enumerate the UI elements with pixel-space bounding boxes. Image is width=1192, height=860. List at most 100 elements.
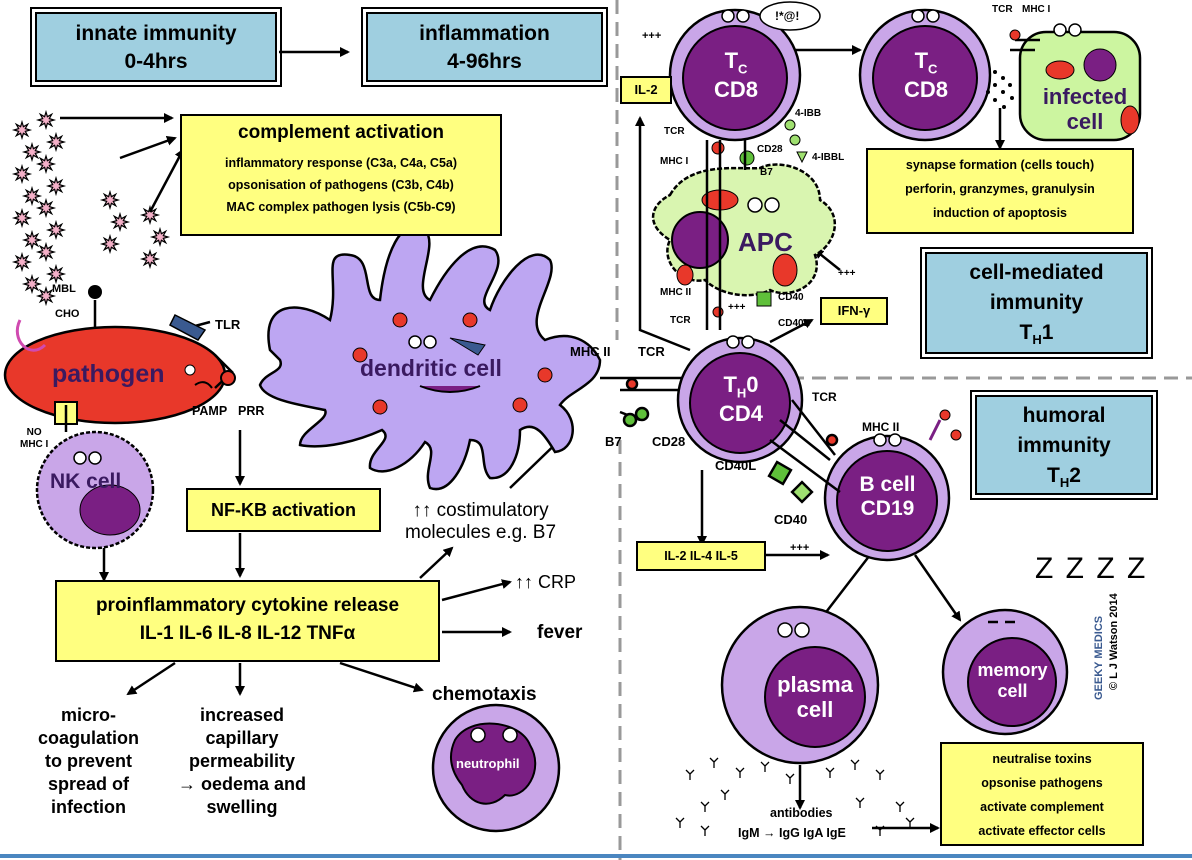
antibody-mark xyxy=(700,801,710,812)
tc1-cell xyxy=(668,1,821,142)
plus-apc-label: +++ xyxy=(728,302,746,313)
fever-text: fever xyxy=(537,622,583,643)
th0-bcell-connectors xyxy=(767,399,841,504)
antibodies-label: antibodies xyxy=(770,806,833,820)
chemotaxis-text: chemotaxis xyxy=(432,684,537,705)
complement-item: opsonisation of pathogens (C3b, C4b) xyxy=(228,178,454,192)
complement-star xyxy=(21,141,43,163)
infected-cell xyxy=(1009,23,1142,142)
complement-star xyxy=(35,109,57,131)
speech-bubble: !*@! xyxy=(775,9,800,23)
plasma-cell xyxy=(720,605,880,765)
antibody-mark xyxy=(895,801,905,812)
il-cytokines-label: IL-2 IL-4 IL-5 xyxy=(664,549,738,563)
il2-label: IL-2 xyxy=(634,82,658,97)
zzz-label: Z Z Z Z xyxy=(1035,552,1148,585)
th0-label: TH0 CD4 xyxy=(718,372,763,427)
complement-star xyxy=(99,189,121,211)
tcr-dc-label: TCR xyxy=(638,344,665,359)
effect-item: activate complement xyxy=(980,800,1104,814)
cell-mediated-th: TH1 xyxy=(1019,321,1054,348)
antibody-mark xyxy=(709,757,719,768)
cytokine-box: proinflammatory cytokine release IL-1 IL… xyxy=(55,580,440,662)
il-cytokines-box: IL-2 IL-4 IL-5 xyxy=(636,541,766,571)
complement-star xyxy=(45,131,67,153)
pathogen-cell xyxy=(3,285,236,425)
plus-ifn-label: +++ xyxy=(838,268,856,279)
complement-star xyxy=(11,251,33,273)
mhc2-b-label: MHC II xyxy=(862,420,900,434)
mhc2-apc-label: MHC II xyxy=(660,287,692,298)
complement-star xyxy=(139,248,161,270)
complement-item: inflammatory response (C3a, C4a, C5a) xyxy=(224,156,458,170)
humoral-th: TH2 xyxy=(1047,464,1081,491)
mhc2-dc-label: MHC II xyxy=(570,344,611,359)
complement-star xyxy=(99,233,121,255)
plasma-label: plasma cell xyxy=(777,672,853,723)
pamp-label: PAMP xyxy=(192,404,228,418)
ibbl-label: 4-IBBL xyxy=(812,152,845,163)
antibody-mark xyxy=(825,767,835,778)
complement-star xyxy=(11,207,33,229)
memory-label: memory cell xyxy=(977,660,1048,701)
complement-star xyxy=(35,197,57,219)
ifn-box: IFN-γ xyxy=(820,297,888,325)
costim-text: ↑↑ costimulatory molecules e.g. B7 xyxy=(405,500,557,543)
complement-star-chains xyxy=(11,109,171,307)
cd40l-label: CD40L xyxy=(778,318,810,329)
complement-star xyxy=(11,119,33,141)
capillary-text: increased capillary permeability → oedem… xyxy=(178,705,307,817)
antibody-mark xyxy=(905,817,915,828)
synapse-item: synapse formation (cells touch) xyxy=(905,158,1095,172)
tcr-apc-label: TCR xyxy=(664,126,685,137)
complement-star xyxy=(149,226,171,248)
arrows xyxy=(60,45,1005,833)
tc-apc-connectors xyxy=(705,140,747,330)
th0-cell xyxy=(676,335,804,464)
antibody-mark xyxy=(785,773,795,784)
b7-apc-label: B7 xyxy=(760,167,773,178)
nk-cell xyxy=(35,405,155,550)
memory-cell xyxy=(941,608,1069,736)
effect-item: activate effector cells xyxy=(978,824,1106,838)
crp-text: ↑↑ CRP xyxy=(515,572,577,592)
complement-star xyxy=(45,263,67,285)
b-cell xyxy=(823,409,962,562)
humoral-title: humoral xyxy=(1022,404,1106,427)
inflammation-time: 4-96hrs xyxy=(447,50,522,73)
humoral-sub: immunity xyxy=(1017,434,1111,457)
plus-il-label: +++ xyxy=(790,542,810,554)
antibody-mark xyxy=(675,817,685,828)
il2-box: IL-2 xyxy=(620,76,672,104)
effects-box: neutralise toxins opsonise pathogens act… xyxy=(940,742,1144,846)
il2-loop-arrow xyxy=(635,116,691,352)
antibody-mark xyxy=(720,789,730,800)
humoral-box: humoral immunity TH2 xyxy=(970,390,1158,500)
cd28-label: CD28 xyxy=(652,434,686,449)
nk-label: NK cell xyxy=(50,470,122,493)
nfkb-box: NF-KB activation xyxy=(186,488,381,532)
pathogen-label: pathogen xyxy=(52,360,165,388)
nfkb-label: NF-KB activation xyxy=(210,500,356,520)
cell-mediated-sub: immunity xyxy=(989,291,1084,314)
cytokine-list: IL-1 IL-6 IL-8 IL-12 TNFα xyxy=(139,623,356,644)
synapse-box: synapse formation (cells touch) perforin… xyxy=(866,148,1134,234)
complement-star xyxy=(35,153,57,175)
complement-star xyxy=(21,185,43,207)
complement-star xyxy=(35,241,57,263)
complement-star xyxy=(109,211,131,233)
cd40-label: CD40 xyxy=(778,292,804,303)
complement-star xyxy=(45,219,67,241)
complement-star xyxy=(45,175,67,197)
apc-label: APC xyxy=(738,227,793,257)
antibody-mark xyxy=(735,767,745,778)
effect-item: neutralise toxins xyxy=(992,752,1092,766)
mhc1-apc-label: MHC I xyxy=(660,156,689,167)
innate-title: innate immunity xyxy=(75,22,237,45)
effect-item: opsonise pathogens xyxy=(981,776,1103,790)
ibb-label: 4-IBB xyxy=(795,108,822,119)
ig-label: IgM → IgG IgA IgE xyxy=(738,826,846,840)
antibody-mark xyxy=(760,761,770,772)
